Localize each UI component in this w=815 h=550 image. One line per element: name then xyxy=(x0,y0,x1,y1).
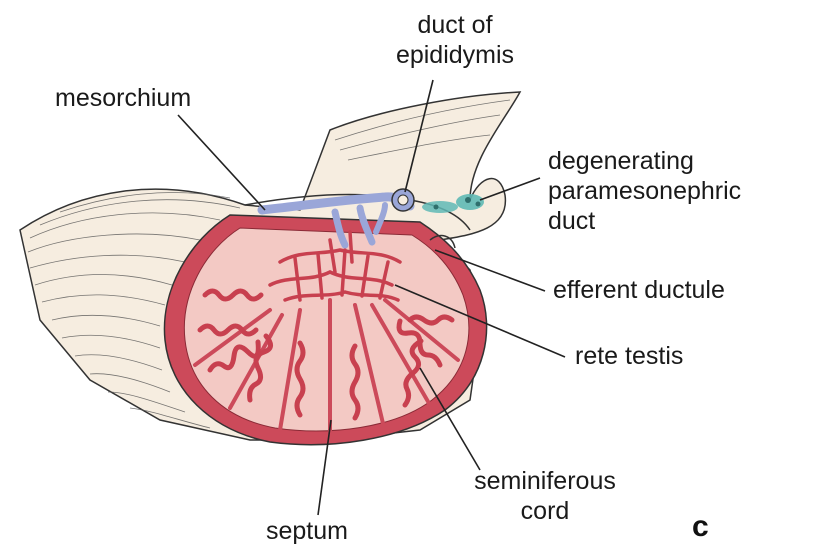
label-septum: septum xyxy=(266,516,348,546)
label-duct-of-epididymis-line-2: epididymis xyxy=(380,40,530,70)
label-duct-of-epididymis: duct of epididymis xyxy=(380,10,530,70)
label-efferent-ductule: efferent ductule xyxy=(553,275,725,305)
panel-letter: c xyxy=(692,510,709,544)
epididymis-duct-section xyxy=(392,189,414,211)
label-degenerating-paramesonephric-duct: degenerating paramesonephric duct xyxy=(548,146,741,236)
label-seminiferous-line-2: cord xyxy=(445,496,645,526)
label-degenerating-line-1: degenerating xyxy=(548,146,741,176)
label-mesorchium: mesorchium xyxy=(55,83,191,113)
label-seminiferous-cord: seminiferous cord xyxy=(445,466,645,526)
label-seminiferous-line-1: seminiferous xyxy=(445,466,645,496)
label-duct-of-epididymis-line-1: duct of xyxy=(380,10,530,40)
label-degenerating-line-2: paramesonephric xyxy=(548,176,741,206)
label-rete-testis: rete testis xyxy=(575,341,683,371)
label-degenerating-line-3: duct xyxy=(548,206,741,236)
